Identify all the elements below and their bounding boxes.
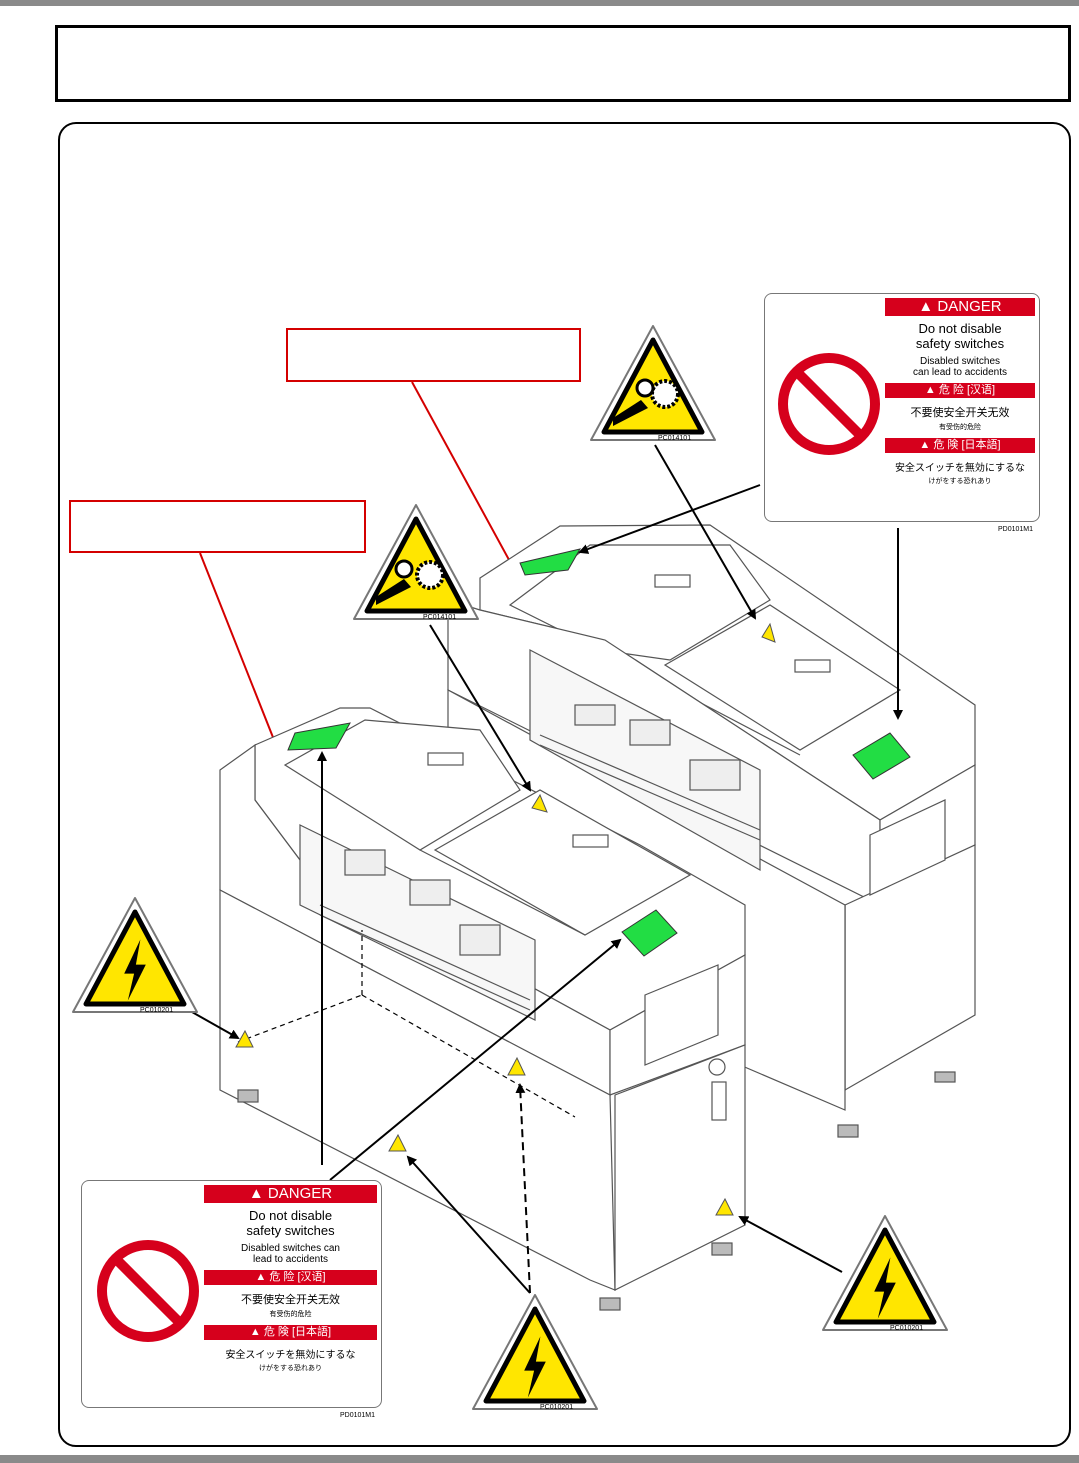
electric-shock-icon [72,897,198,1013]
green-marker-front-end [621,909,678,957]
green-markers [287,548,911,957]
danger-title-en-2: Do not disable safety switches [246,1208,335,1238]
danger-code-2: PD0101M1 [339,1412,375,1419]
top-rule [0,0,1079,6]
danger-sub-en-2: Disabled switches can lead to accidents [241,1243,340,1265]
arrows [191,444,903,1294]
danger-heading-en: ▲ DANGER [885,298,1035,316]
danger-title-zh-2: 不要使安全开关无效 [241,1294,340,1306]
danger-sub-zh-2: 有受伤的危险 [269,1311,312,1318]
code-electric-3: PC010201 [890,1325,924,1332]
danger-title-zh: 不要使安全开关无效 [910,407,1010,419]
danger-heading-ja-2: ▲ 危 険 [日本語] [204,1325,377,1340]
diagram-frame [58,122,1071,1447]
front-machine [219,707,746,1311]
green-marker-rear-end [852,732,911,780]
danger-heading-zh: ▲ 危 险 [汉语] [885,383,1035,398]
callout-leader-front [199,552,279,751]
callout-box-front [69,500,366,553]
title-box [55,25,1071,102]
prohibition-icon [778,353,880,455]
danger-title-ja: 安全スイッチを無効にするな [894,463,1026,474]
yellow-markers [235,622,776,1216]
danger-label-bottom: ▲ DANGER Do not disable safety switches … [81,1180,382,1419]
danger-sub-zh: 有受伤的危险 [939,424,981,431]
danger-sub-ja: けがをする恐れあり [928,478,992,485]
callout-leader-rear [411,381,521,581]
code-pinch-1: PC014101 [658,435,692,442]
danger-sub-ja-2: けがをする恐れあり [259,1365,322,1372]
prohibition-icon-2 [97,1240,199,1342]
pinch-hazard-icon-2 [353,504,479,620]
electric-shock-icon-2 [472,1294,598,1410]
code-electric-2: PC010201 [540,1404,574,1411]
danger-title-en: Do not disable safety switches [915,321,1005,351]
code-pinch-2: PC014101 [423,614,457,621]
green-marker-front-top [287,722,351,751]
danger-heading-ja: ▲ 危 険 [日本語] [885,438,1035,453]
danger-heading-zh-2: ▲ 危 险 [汉语] [204,1270,377,1285]
danger-sub-en: Disabled switches can lead to accidents [913,356,1007,378]
danger-heading-en-2: ▲ DANGER [204,1185,377,1203]
pinch-hazard-icon [590,325,716,441]
danger-label-top: ▲ DANGER Do not disable safety switches … [764,293,1040,533]
electric-shock-icon-3 [822,1215,948,1331]
danger-code: PD0101M1 [997,526,1033,533]
code-electric-1: PC010201 [140,1007,174,1014]
bottom-rule [0,1455,1079,1463]
green-marker-rear-top [519,548,582,576]
callout-box-rear [286,328,581,382]
danger-title-ja-2: 安全スイッチを無効にするな [225,1350,356,1361]
hidden-lines [237,930,576,1118]
